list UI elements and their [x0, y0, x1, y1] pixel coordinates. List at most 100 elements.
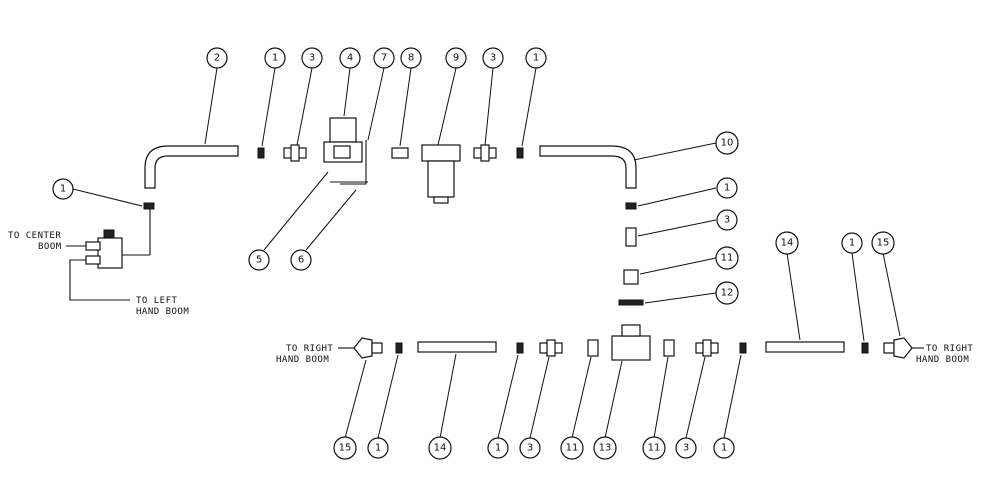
svg-text:2: 2 [214, 53, 220, 64]
filter-head-part-9 [421, 144, 461, 162]
adapter-part-11-c [663, 339, 675, 357]
svg-text:14: 14 [434, 443, 447, 454]
callout-balloon: 1 [713, 437, 735, 459]
svg-text:3: 3 [683, 443, 689, 454]
right-boom-left-label-line2: HAND BOOM [276, 355, 329, 365]
svg-text:13: 13 [599, 443, 612, 454]
svg-text:8: 8 [408, 53, 414, 64]
solenoid-part-4 [329, 117, 357, 143]
callout-balloon: 3 [301, 47, 323, 69]
callout-balloon: 3 [716, 209, 738, 231]
left-boom-label-line2: HAND BOOM [136, 307, 189, 317]
coupling-part-15-left [353, 337, 373, 359]
hose-part-2 [144, 145, 239, 189]
svg-text:1: 1 [60, 184, 66, 195]
callout-balloon: 10 [715, 131, 739, 155]
fitting-part-3-c [625, 227, 637, 247]
callout-balloon: 5 [248, 249, 270, 271]
svg-text:15: 15 [339, 443, 352, 454]
callout-balloon: 8 [400, 47, 422, 69]
callout-balloon: 1 [716, 177, 738, 199]
callout-balloon: 11 [560, 436, 584, 460]
callout-balloon: 1 [52, 178, 74, 200]
svg-text:3: 3 [527, 443, 533, 454]
svg-text:11: 11 [648, 443, 661, 454]
svg-text:12: 12 [721, 288, 734, 299]
filter-bowl-part-9 [427, 160, 455, 198]
svg-text:1: 1 [849, 238, 855, 249]
callout-balloon: 1 [487, 437, 509, 459]
callout-balloon: 1 [525, 47, 547, 69]
fitting-part-3-b-hex [480, 144, 490, 162]
clamp-part-1-left [143, 202, 155, 210]
svg-text:3: 3 [724, 215, 730, 226]
left-boom-label-line1: TO LEFT [136, 296, 178, 306]
callout-balloon: 15 [333, 436, 357, 460]
left-boom-leader [69, 259, 130, 301]
adapter-part-11-a [623, 269, 639, 285]
valve-port-part-4 [333, 145, 351, 159]
callout-balloon: 4 [339, 47, 361, 69]
clamp-part-1-e [861, 342, 869, 354]
svg-text:1: 1 [724, 183, 730, 194]
svg-text:1: 1 [721, 443, 727, 454]
callout-balloon: 3 [482, 47, 504, 69]
svg-text:11: 11 [566, 443, 579, 454]
fitting-part-3-a-hex [290, 144, 300, 162]
clamp-part-1-a [257, 147, 265, 159]
svg-text:4: 4 [347, 53, 353, 64]
coupling-stem-part-15-right [883, 342, 895, 354]
svg-text:6: 6 [298, 255, 304, 266]
fitting-part-3-d-hex [546, 339, 556, 357]
hose-part-14-left [417, 341, 497, 353]
callout-balloon: 3 [675, 437, 697, 459]
tee-neck-part-13 [621, 324, 641, 337]
adapter-part-11-b [587, 339, 599, 357]
svg-text:1: 1 [533, 53, 539, 64]
svg-text:3: 3 [309, 53, 315, 64]
svg-text:14: 14 [781, 238, 794, 249]
leader-lines [72, 67, 901, 439]
callout-balloon: 11 [642, 436, 666, 460]
boom-valve-knob [103, 229, 115, 239]
callout-balloon: 2 [206, 47, 228, 69]
boom-valve-port-left [85, 255, 101, 265]
bracket-part-7 [340, 140, 367, 185]
fitting-part-8 [391, 147, 409, 159]
callout-balloon: 1 [841, 232, 863, 254]
callout-balloon: 11 [715, 246, 739, 270]
callout-balloon: 9 [445, 47, 467, 69]
callout-balloon: 12 [715, 281, 739, 305]
gasket-part-12 [618, 299, 644, 306]
svg-text:1: 1 [375, 443, 381, 454]
clamp-part-1-c [625, 202, 637, 210]
callout-balloon: 14 [775, 231, 799, 255]
center-boom-label-line1: TO CENTER [8, 231, 61, 241]
boom-valve-body [97, 237, 123, 269]
clamp-part-1-f [395, 342, 403, 354]
callout-balloon: 14 [428, 436, 452, 460]
svg-text:15: 15 [877, 238, 890, 249]
callout-balloon: 6 [290, 249, 312, 271]
callout-balloon: 3 [519, 437, 541, 459]
hose-part-10 [539, 145, 637, 189]
tee-part-13 [611, 335, 651, 361]
svg-text:5: 5 [256, 255, 262, 266]
filter-cap-part-9 [433, 196, 449, 204]
svg-text:10: 10 [721, 138, 734, 149]
clamp-part-1-h [739, 342, 747, 354]
callout-balloon: 7 [373, 47, 395, 69]
right-boom-right-label-line2: HAND BOOM [916, 355, 969, 365]
right-boom-right-label-line1: TO RIGHT [926, 344, 973, 354]
callout-balloon: 13 [593, 436, 617, 460]
svg-text:1: 1 [272, 53, 278, 64]
clamp-part-1-g [516, 342, 524, 354]
callout-balloon: 1 [367, 437, 389, 459]
svg-text:3: 3 [490, 53, 496, 64]
boom-valve-port-center [85, 241, 101, 251]
hose-part-14-right [765, 341, 845, 353]
svg-text:7: 7 [381, 53, 387, 64]
coupling-stem-part-15-left [371, 342, 383, 354]
right-boom-left-label-line1: TO RIGHT [286, 344, 333, 354]
